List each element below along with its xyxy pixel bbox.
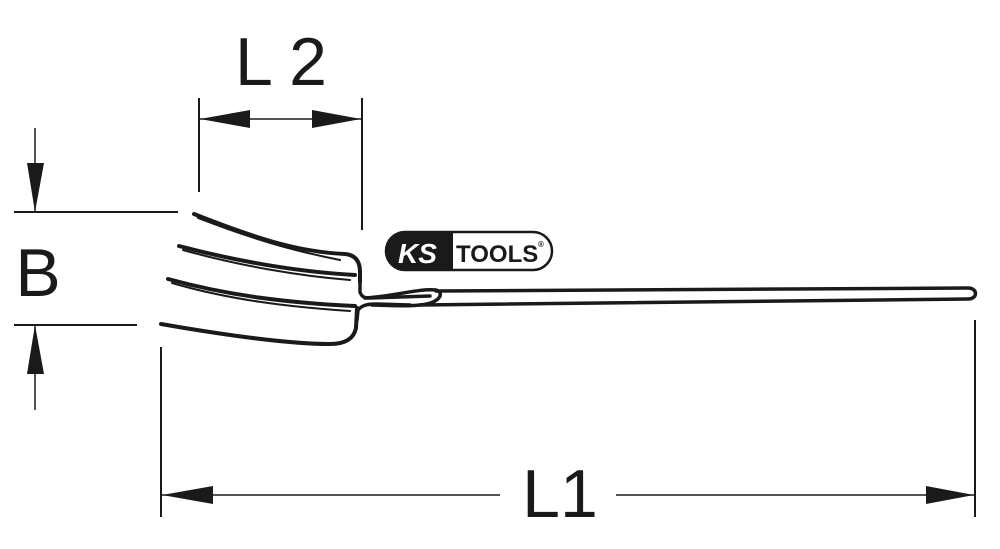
tine-4 — [159, 306, 359, 346]
b-label: B — [15, 235, 60, 311]
arrow-right-icon — [312, 110, 361, 128]
arrow-left-icon — [200, 110, 250, 128]
logo-ks: KS — [398, 238, 437, 269]
logo-tools: TOOLS — [456, 241, 538, 268]
dimension-b: B — [14, 128, 178, 410]
tine-3 — [166, 277, 357, 308]
tine-2 — [177, 244, 357, 277]
registered-mark: ® — [538, 240, 544, 249]
arrow-right-icon — [926, 486, 974, 504]
ks-tools-logo: KS TOOLS ® — [384, 230, 554, 272]
arrow-up-icon — [27, 325, 44, 374]
fork-handle — [418, 286, 978, 307]
l1-label: L1 — [522, 456, 598, 532]
dimension-l2: L 2 — [198, 24, 363, 230]
arrow-left-icon — [162, 486, 213, 504]
fork-illustration — [159, 212, 978, 346]
tine-1 — [192, 212, 362, 284]
dimension-l1: L1 — [160, 320, 976, 532]
l2-label: L 2 — [235, 24, 327, 100]
fork-socket — [363, 287, 442, 308]
arrow-down-icon — [27, 163, 44, 212]
